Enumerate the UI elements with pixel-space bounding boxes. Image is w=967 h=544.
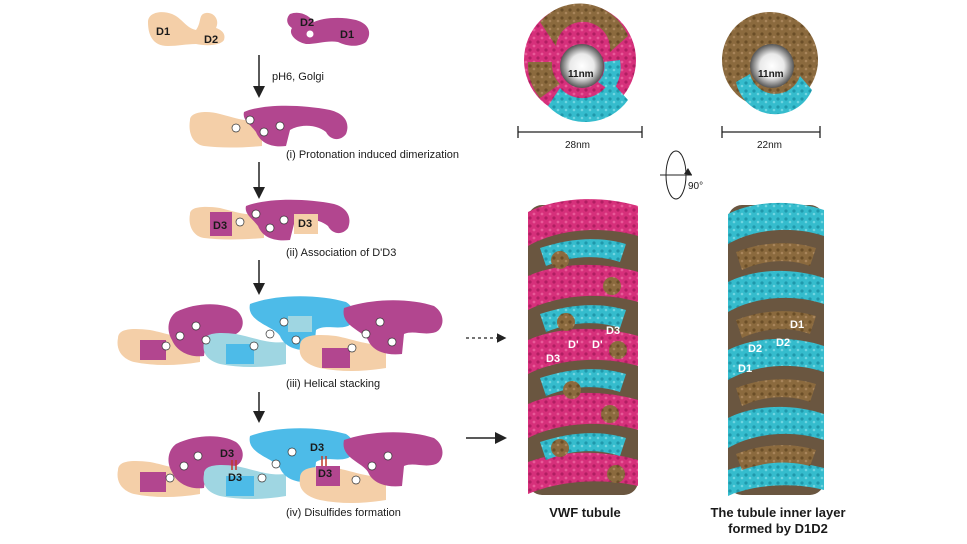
caption-inner-layer-line2: formed by D1D2 bbox=[728, 521, 828, 536]
vwf-tubule-label-d3-b: D3 bbox=[546, 353, 560, 365]
vwf-tubule: D3 D' D' D3 bbox=[528, 199, 638, 495]
vwf-tubule-label-d3-a: D3 bbox=[606, 325, 620, 337]
monomer-left: D1 D2 bbox=[148, 12, 225, 47]
cross-section-inner-inner: 11nm bbox=[758, 69, 784, 80]
cross-section-vwf-inner: 11nm bbox=[568, 69, 594, 80]
inner-tubule-label-d2-b: D2 bbox=[776, 337, 790, 349]
monomer-right-d2: D2 bbox=[300, 17, 314, 29]
inner-layer-tubule: D1 D2 D2 D1 bbox=[728, 202, 824, 496]
step-2-label: (ii) Association of D'D3 bbox=[286, 247, 396, 259]
cross-section-inner: 11nm 22nm bbox=[721, 12, 821, 151]
dimer-step-2: D3 D3 bbox=[189, 199, 350, 241]
monomer-right-d1: D1 bbox=[340, 29, 354, 41]
step-4-d3-d: D3 bbox=[318, 468, 332, 480]
cross-section-vwf: 11nm 28nm bbox=[517, 3, 643, 151]
cross-section-inner-outer: 22nm bbox=[757, 140, 782, 151]
rotation-label: 90° bbox=[688, 181, 703, 192]
cross-section-vwf-outer: 28nm bbox=[565, 140, 590, 151]
condition-label: pH6, Golgi bbox=[272, 71, 324, 83]
helical-stack bbox=[117, 296, 443, 371]
inner-tubule-label-d1-b: D1 bbox=[738, 363, 752, 375]
step-4-d3-c: D3 bbox=[310, 442, 324, 454]
step-4-label: (iv) Disulfides formation bbox=[286, 507, 401, 519]
caption-vwf-tubule: VWF tubule bbox=[549, 505, 621, 520]
step-4-d3-a: D3 bbox=[220, 448, 234, 460]
step-4-d3-b: D3 bbox=[228, 472, 242, 484]
inner-tubule-label-d1-a: D1 bbox=[790, 319, 804, 331]
step-3-label: (iii) Helical stacking bbox=[286, 378, 380, 390]
disulfide-stack: D3 D3 D3 D3 bbox=[117, 428, 443, 503]
step-2-d3-right: D3 bbox=[298, 218, 312, 230]
monomer-left-d1: D1 bbox=[156, 26, 170, 38]
vwf-tubule-label-dprime-a: D' bbox=[568, 339, 579, 351]
inner-tubule-label-d2-a: D2 bbox=[748, 343, 762, 355]
vwf-tubule-label-dprime-b: D' bbox=[592, 339, 603, 351]
step-1-label: (i) Protonation induced dimerization bbox=[286, 149, 459, 161]
monomer-left-d2: D2 bbox=[204, 34, 218, 46]
step-2-d3-left: D3 bbox=[213, 220, 227, 232]
monomer-right: D2 D1 bbox=[287, 12, 370, 46]
caption-inner-layer-line1: The tubule inner layer bbox=[710, 505, 845, 520]
rotation-icon: 90° bbox=[660, 150, 703, 200]
dimer-step-1 bbox=[189, 105, 348, 148]
